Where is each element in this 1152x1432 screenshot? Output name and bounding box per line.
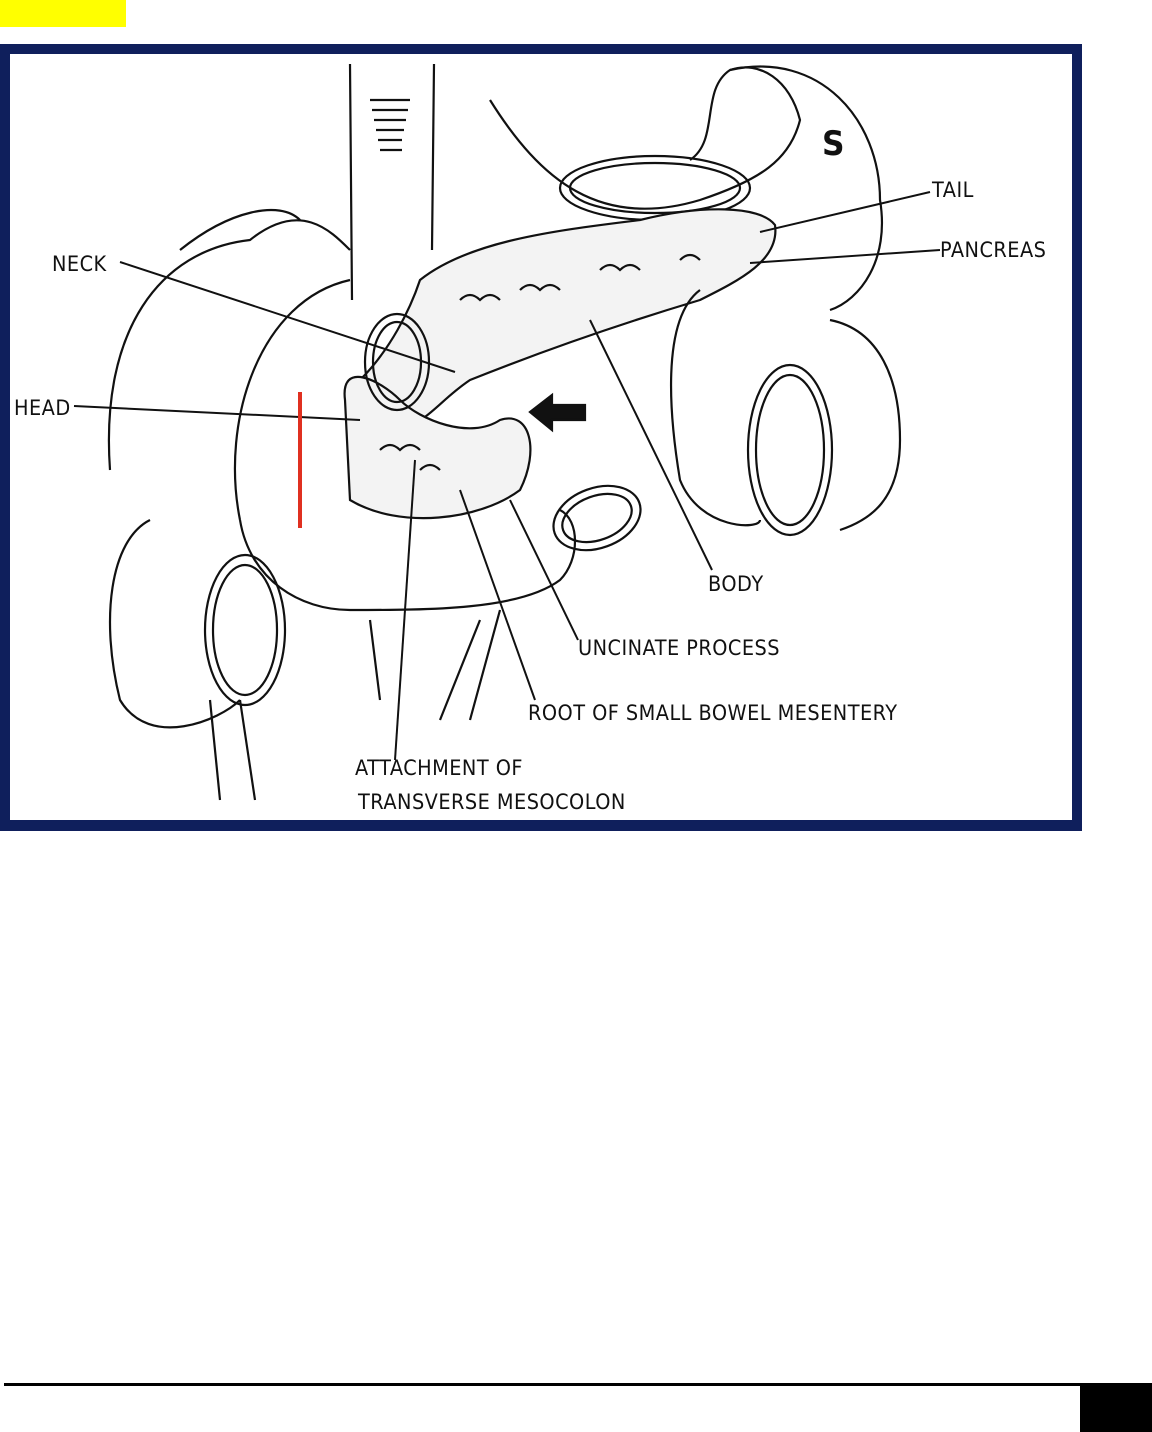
label-attachment-of: ATTACHMENT OF — [355, 756, 523, 780]
leader-line-root — [459, 489, 536, 701]
leader-line-body — [589, 319, 713, 571]
label-tail: TAIL — [932, 178, 974, 202]
footer-rule — [4, 1383, 1152, 1386]
label-root-small-bowel-mesentery: ROOT OF SMALL BOWEL MESENTERY — [528, 701, 898, 725]
leader-line-pancreas — [749, 249, 941, 264]
stomach-label: S — [822, 124, 845, 164]
figure-frame: S NECK HEAD TAIL PANCREAS BODY UNCINATE … — [0, 44, 1082, 831]
label-body: BODY — [708, 572, 764, 596]
label-uncinate-process: UNCINATE PROCESS — [578, 636, 780, 660]
leader-line-uncinate — [509, 499, 579, 641]
leader-line-head — [73, 405, 361, 421]
arrow-icon — [528, 392, 587, 433]
label-pancreas: PANCREAS — [940, 238, 1047, 262]
anatomy-drawing — [73, 63, 941, 801]
leader-line-neck — [119, 261, 456, 373]
label-head: HEAD — [14, 396, 71, 420]
label-neck: NECK — [52, 252, 107, 276]
leader-line-attachment — [394, 459, 416, 761]
leader-line-tail — [759, 191, 931, 233]
label-transverse-mesocolon: TRANSVERSE MESOCOLON — [358, 790, 626, 814]
pancreas-anatomy-diagram: S NECK HEAD TAIL PANCREAS BODY UNCINATE … — [10, 54, 1072, 820]
highlight-marker — [0, 0, 126, 27]
page-number-box — [1080, 1384, 1152, 1432]
